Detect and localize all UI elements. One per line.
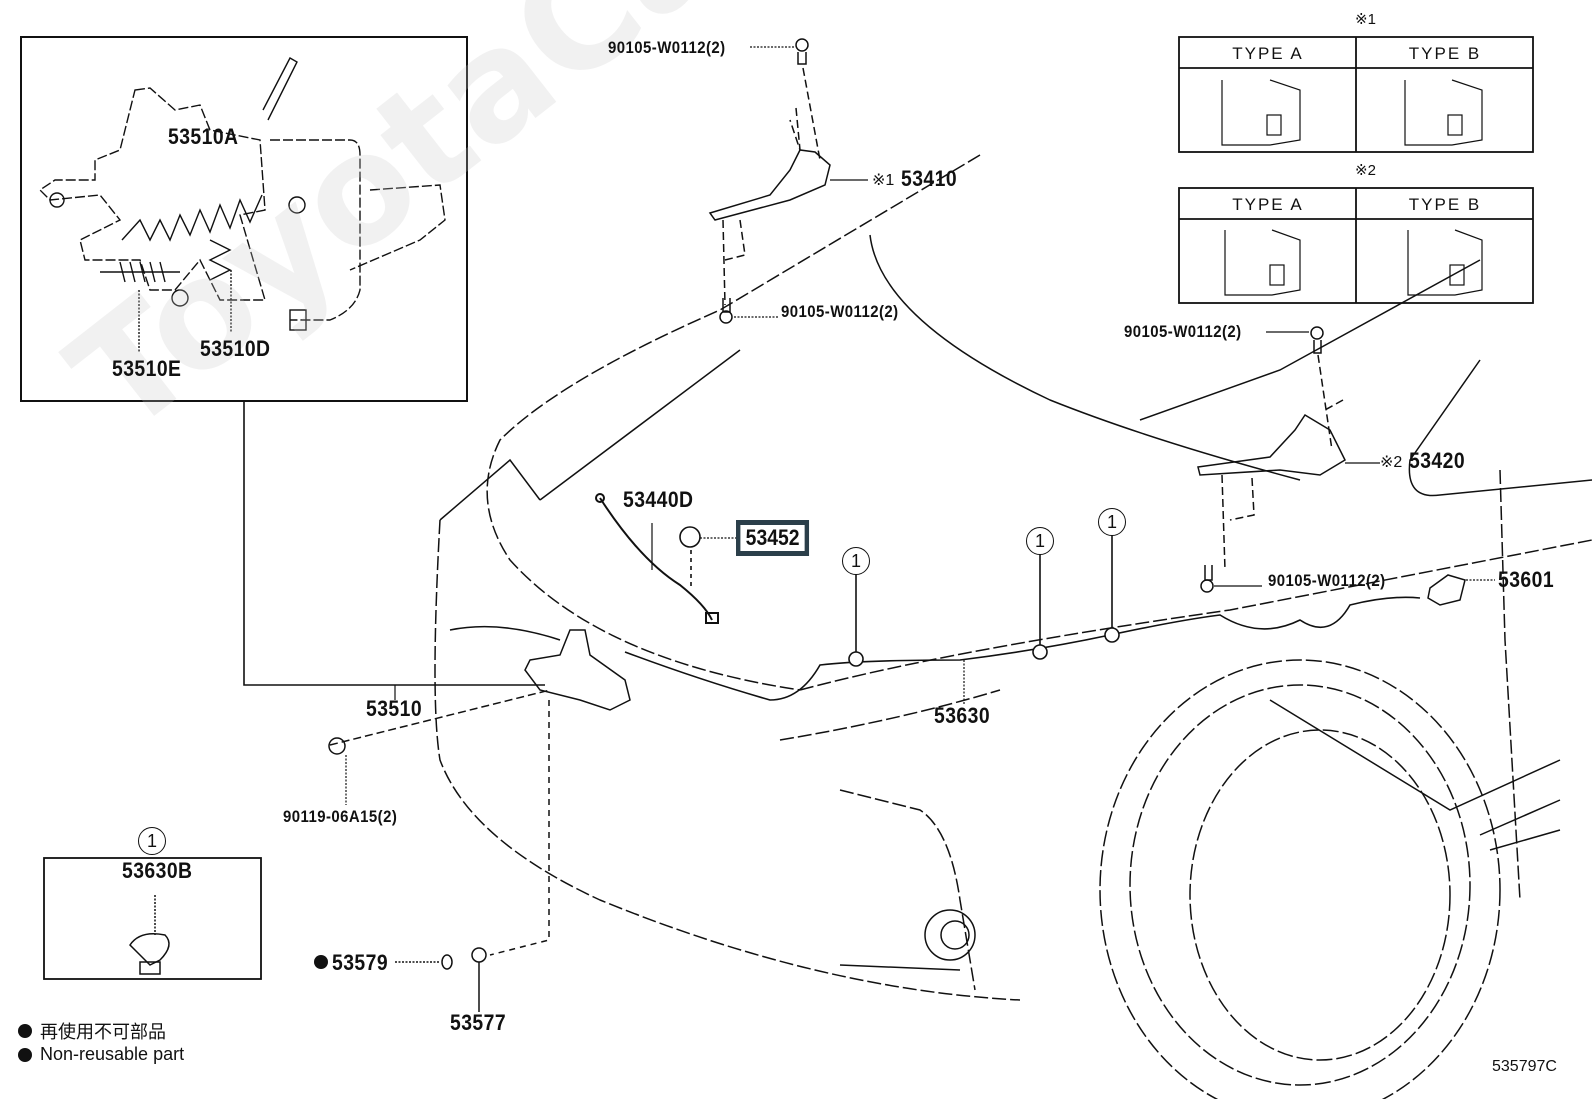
right-hinge-drawing: [1197, 326, 1346, 593]
part-label-bolt-hinge-right-top[interactable]: 90105-W0112(2): [1124, 322, 1242, 341]
part-label-bolt-hinge-right-bottom[interactable]: 90105-W0112(2): [1268, 571, 1386, 590]
clamp-ref-circle[interactable]: 1: [1026, 527, 1054, 555]
clamp-ref-circle[interactable]: 1: [138, 827, 166, 855]
part-label-53452-highlighted[interactable]: 53452: [736, 520, 810, 556]
leader-latch-inset: [243, 401, 545, 686]
hinge-right-type-marker: ※2: [1380, 454, 1403, 471]
small-parts-drawing: [395, 947, 487, 1012]
rod-holder-drawing: [679, 526, 701, 590]
label-leaders: [345, 46, 1495, 805]
legend-item-en: Non-reusable part: [18, 1044, 184, 1065]
non-reusable-marker-icon: [314, 955, 328, 969]
clamp-ref-circle[interactable]: 1: [1098, 508, 1126, 536]
part-label-53510E[interactable]: 53510E: [112, 356, 182, 381]
part-label-bolt-hinge-left-top[interactable]: 90105-W0112(2): [608, 38, 726, 57]
part-label-53577[interactable]: 53577: [450, 1010, 507, 1035]
hood-rod-drawing: [595, 493, 719, 624]
latch-inset-drawing: [38, 57, 446, 353]
clamp-drawing: [129, 895, 170, 975]
type-table-1: [1178, 36, 1534, 153]
type-table-1-header-b: TYPE B: [1408, 44, 1482, 63]
part-label-53510A[interactable]: 53510A: [168, 124, 239, 149]
type-table-1-header-a: TYPE A: [1232, 44, 1304, 63]
legend-text-en: Non-reusable part: [40, 1044, 185, 1064]
type-table-2-header-b: TYPE B: [1408, 195, 1482, 214]
vehicle-outline: [434, 154, 1592, 1099]
part-label-53579[interactable]: 53579: [332, 950, 389, 975]
legend-item-jp: 再使用不可部品: [18, 1018, 166, 1044]
hood-lock-drawing: [328, 629, 631, 956]
release-cable-drawing: [624, 535, 1421, 701]
clamp-ref-circle[interactable]: 1: [842, 547, 870, 575]
part-label-53630B[interactable]: 53630B: [122, 858, 193, 883]
type-table-2-header-a: TYPE A: [1232, 195, 1304, 214]
legend-text-jp: 再使用不可部品: [40, 1022, 166, 1042]
part-label-53630[interactable]: 53630: [934, 703, 991, 728]
part-label-53510D[interactable]: 53510D: [200, 336, 271, 361]
type-table-1-marker: ※1: [1355, 11, 1376, 28]
release-lever-drawing: [1427, 574, 1466, 606]
illustration-id: 535797C: [1492, 1058, 1557, 1075]
part-label-53510[interactable]: 53510: [366, 696, 423, 721]
type-table-2: [1178, 187, 1534, 304]
non-reusable-dot-icon: [18, 1024, 32, 1038]
non-reusable-dot-icon: [18, 1047, 32, 1062]
part-label-53440D[interactable]: 53440D: [623, 487, 694, 512]
clamp-inset-frame: [43, 857, 262, 980]
part-label-53410[interactable]: 53410: [901, 166, 958, 191]
part-label-53420[interactable]: 53420: [1409, 448, 1466, 473]
part-label-bolt-hinge-left-bottom[interactable]: 90105-W0112(2): [781, 302, 899, 321]
type-table-2-marker: ※2: [1355, 162, 1376, 179]
part-label-90119-06A15[interactable]: 90119-06A15(2): [283, 807, 398, 826]
hinge-left-type-marker: ※1: [872, 172, 895, 189]
part-label-53601[interactable]: 53601: [1498, 567, 1555, 592]
left-hinge-drawing: [708, 38, 831, 324]
